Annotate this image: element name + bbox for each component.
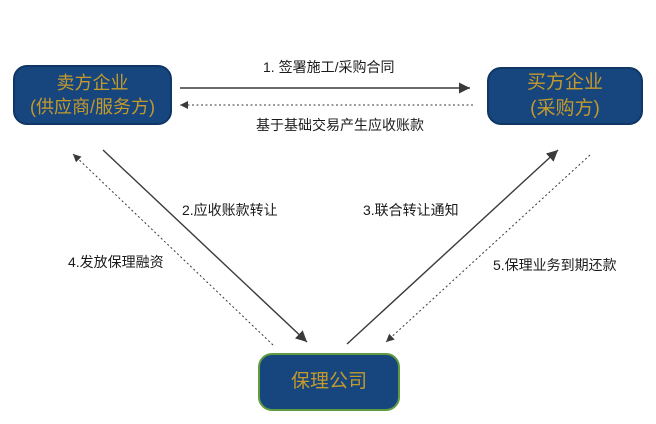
- edge-label-transfer-notice: 3.联合转让通知: [363, 202, 459, 218]
- node-factoring-company: 保理公司: [258, 353, 400, 411]
- edge-label-receivables-transfer: 2.应收账款转让: [182, 202, 278, 218]
- node-seller-line2: (供应商/服务方): [30, 97, 155, 117]
- node-factoring-label: 保理公司: [290, 371, 367, 393]
- edge-transfer-notice-arrow: [346, 149, 559, 345]
- node-buyer-enterprise: 买方企业 (采购方): [487, 67, 643, 125]
- edge-label-factoring-financing: 4.发放保理融资: [68, 254, 164, 270]
- edge-maturity-repayment-arrow: [385, 154, 591, 343]
- edge-label-sign-contract: 1. 签署施工/采购合同: [263, 59, 395, 75]
- edge-label-maturity-repayment: 5.保理业务到期还款: [493, 257, 617, 273]
- node-buyer-line2: (采购方): [530, 98, 600, 119]
- node-buyer-line1: 买方企业: [526, 72, 603, 94]
- edge-factoring-financing-arrow: [72, 153, 274, 346]
- edge-label-receivables-arise: 基于基础交易产生应收账款: [256, 117, 424, 133]
- node-seller-line1: 卖方企业: [56, 72, 129, 93]
- node-seller-enterprise: 卖方企业 (供应商/服务方): [13, 65, 172, 125]
- edge-receivables-transfer-arrow: [102, 149, 308, 343]
